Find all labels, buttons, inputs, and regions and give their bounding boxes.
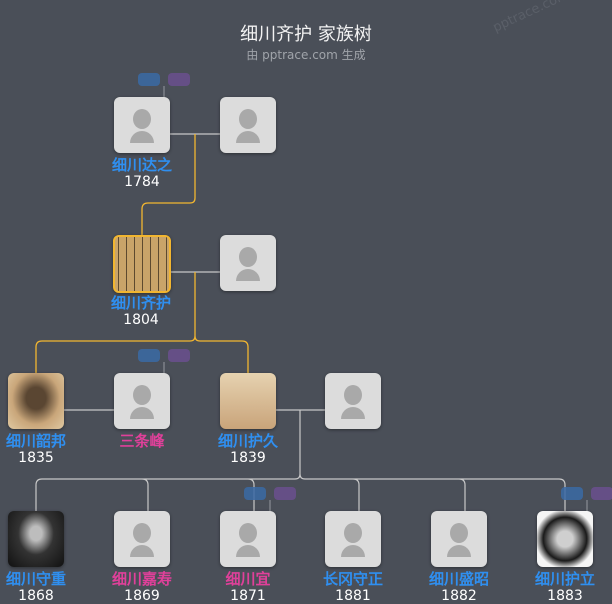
expand-ancestors-toggle[interactable] [561, 487, 583, 500]
birth-year: 1839 [230, 450, 266, 466]
person-name[interactable]: 细川嘉寿 [111, 570, 172, 588]
avatar-placeholder-icon [133, 385, 151, 405]
avatar-placeholder-icon [236, 131, 260, 143]
person-name[interactable]: 细川护久 [217, 432, 278, 450]
person-name[interactable]: 细川齐护 [110, 294, 171, 312]
birth-year: 1871 [230, 588, 266, 604]
avatar-placeholder-icon [130, 131, 154, 143]
person-name[interactable]: 细川达之 [111, 156, 172, 174]
avatar-placeholder-icon [239, 109, 257, 129]
birth-year: 1881 [335, 588, 371, 604]
expand-spouse-ancestors-toggle[interactable] [274, 487, 296, 500]
page-subtitle: 由 pptrace.com 生成 [246, 48, 366, 62]
avatar-placeholder-icon [133, 109, 151, 129]
birth-year: 1784 [124, 174, 160, 190]
person-name[interactable]: 细川护立 [534, 570, 595, 588]
direct-line [141, 134, 196, 235]
person-name[interactable]: 细川宜 [225, 570, 271, 588]
avatar-placeholder-icon [130, 407, 154, 419]
person-card[interactable] [325, 373, 381, 429]
person-name[interactable]: 三条峰 [119, 432, 165, 450]
avatar-placeholder-icon [133, 523, 151, 543]
children-connector [35, 410, 566, 511]
person-card-photo[interactable] [113, 235, 171, 293]
expand-ancestors-toggle[interactable] [244, 487, 266, 500]
person-name[interactable]: 细川守重 [5, 570, 66, 588]
person-card-photo[interactable] [220, 373, 276, 429]
expand-ancestors-toggle[interactable] [138, 73, 160, 86]
person-card[interactable] [325, 511, 381, 567]
person-card[interactable] [114, 373, 170, 429]
page-title: 细川齐护 家族树 [240, 24, 372, 45]
avatar-placeholder-icon [130, 545, 154, 557]
expand-ancestors-toggle[interactable] [138, 349, 160, 362]
expand-spouse-ancestors-toggle[interactable] [168, 349, 190, 362]
birth-year: 1883 [547, 588, 583, 604]
expand-spouse-ancestors-toggle[interactable] [168, 73, 190, 86]
birth-year: 1868 [18, 588, 54, 604]
person-card[interactable] [220, 511, 276, 567]
person-card[interactable] [220, 235, 276, 291]
avatar-placeholder-icon [344, 523, 362, 543]
person-card[interactable] [114, 97, 170, 153]
avatar-placeholder-icon [239, 523, 257, 543]
expand-spouse-ancestors-toggle[interactable] [591, 487, 612, 500]
birth-year: 1804 [123, 312, 159, 328]
person-name[interactable]: 长冈守正 [322, 570, 383, 588]
avatar-placeholder-icon [239, 247, 257, 267]
birth-year: 1882 [441, 588, 477, 604]
person-card[interactable] [114, 511, 170, 567]
avatar-placeholder-icon [450, 523, 468, 543]
person-card[interactable] [220, 97, 276, 153]
avatar-placeholder-icon [341, 407, 365, 419]
person-card-photo[interactable] [8, 511, 64, 567]
birth-year: 1869 [124, 588, 160, 604]
person-name[interactable]: 细川韶邦 [5, 432, 66, 450]
person-card-photo[interactable] [8, 373, 64, 429]
avatar-placeholder-icon [447, 545, 471, 557]
avatar-placeholder-icon [344, 385, 362, 405]
avatar-placeholder-icon [236, 545, 260, 557]
person-card-photo[interactable] [537, 511, 593, 567]
person-name[interactable]: 细川盛昭 [428, 570, 489, 588]
avatar-placeholder-icon [341, 545, 365, 557]
person-card[interactable] [431, 511, 487, 567]
birth-year: 1835 [18, 450, 54, 466]
avatar-placeholder-icon [236, 269, 260, 281]
